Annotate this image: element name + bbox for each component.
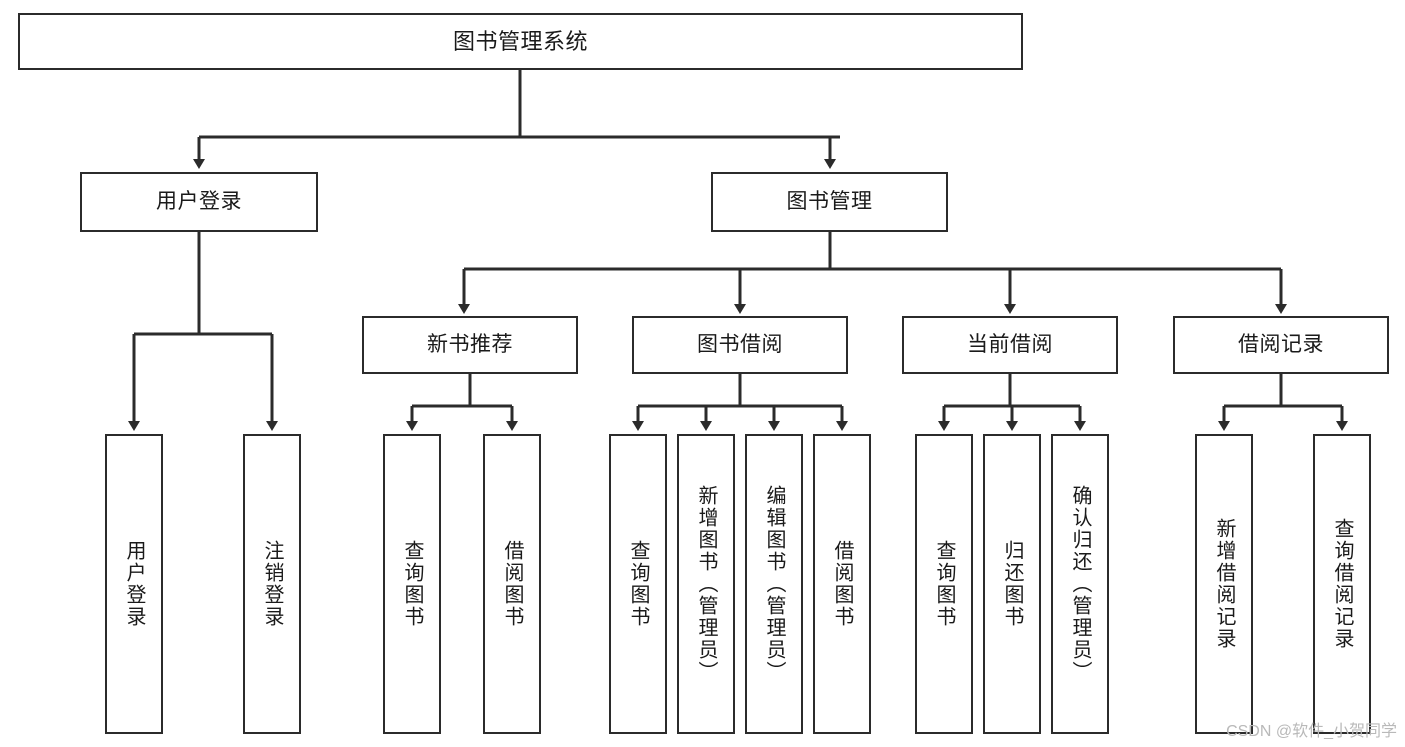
node-label: 图书管理系统 bbox=[452, 28, 588, 54]
node-label: 新书推荐 bbox=[427, 332, 513, 356]
node-user-login[interactable]: 用户登录 bbox=[80, 172, 318, 232]
node-label: 用户登录 bbox=[156, 189, 242, 213]
leaf-book-borrow-borrow-book[interactable]: 借阅图书 bbox=[813, 434, 871, 734]
leaf-new-book-query-book[interactable]: 查询图书 bbox=[383, 434, 441, 734]
node-label: 借阅图书 bbox=[501, 540, 523, 628]
leaf-book-borrow-query-book[interactable]: 查询图书 bbox=[609, 434, 667, 734]
node-borrow-record[interactable]: 借阅记录 bbox=[1173, 316, 1389, 374]
node-label: 借阅图书 bbox=[831, 540, 853, 628]
node-label: 用户登录 bbox=[123, 540, 145, 628]
node-label: 当前借阅 bbox=[967, 332, 1053, 356]
leaf-borrow-record-add-record[interactable]: 新增借阅记录 bbox=[1195, 434, 1253, 734]
node-label: 图书管理 bbox=[786, 189, 873, 213]
leaf-current-borrow-return-book[interactable]: 归还图书 bbox=[983, 434, 1041, 734]
leaf-user-login-login[interactable]: 用户登录 bbox=[105, 434, 163, 734]
node-label: 查询图书 bbox=[627, 540, 649, 628]
node-book-management[interactable]: 图书管理 bbox=[711, 172, 948, 232]
node-book-borrow[interactable]: 图书借阅 bbox=[632, 316, 848, 374]
node-label: 新增图书（管理员） bbox=[695, 485, 717, 683]
node-label: 查询图书 bbox=[401, 540, 423, 628]
leaf-current-borrow-confirm-return-admin[interactable]: 确认归还（管理员） bbox=[1051, 434, 1109, 734]
node-label: 归还图书 bbox=[1001, 540, 1023, 628]
leaf-book-borrow-edit-book-admin[interactable]: 编辑图书（管理员） bbox=[745, 434, 803, 734]
node-label: 注销登录 bbox=[261, 540, 283, 628]
node-label: 查询借阅记录 bbox=[1331, 518, 1353, 650]
node-label: 图书借阅 bbox=[697, 332, 783, 356]
leaf-new-book-borrow-book[interactable]: 借阅图书 bbox=[483, 434, 541, 734]
watermark-text: CSDN @软件_小贺同学 bbox=[1226, 723, 1397, 740]
node-label: 新增借阅记录 bbox=[1213, 518, 1235, 650]
node-new-book-recommend[interactable]: 新书推荐 bbox=[362, 316, 578, 374]
node-label: 借阅记录 bbox=[1238, 332, 1324, 356]
node-label: 确认归还（管理员） bbox=[1069, 485, 1091, 683]
leaf-book-borrow-add-book-admin[interactable]: 新增图书（管理员） bbox=[677, 434, 735, 734]
node-label: 编辑图书（管理员） bbox=[763, 485, 785, 683]
node-label: 查询图书 bbox=[933, 540, 955, 628]
leaf-borrow-record-query-record[interactable]: 查询借阅记录 bbox=[1313, 434, 1371, 734]
node-root-book-management-system[interactable]: 图书管理系统 bbox=[18, 13, 1023, 70]
leaf-user-login-logout[interactable]: 注销登录 bbox=[243, 434, 301, 734]
leaf-current-borrow-query-book[interactable]: 查询图书 bbox=[915, 434, 973, 734]
node-current-borrow[interactable]: 当前借阅 bbox=[902, 316, 1118, 374]
